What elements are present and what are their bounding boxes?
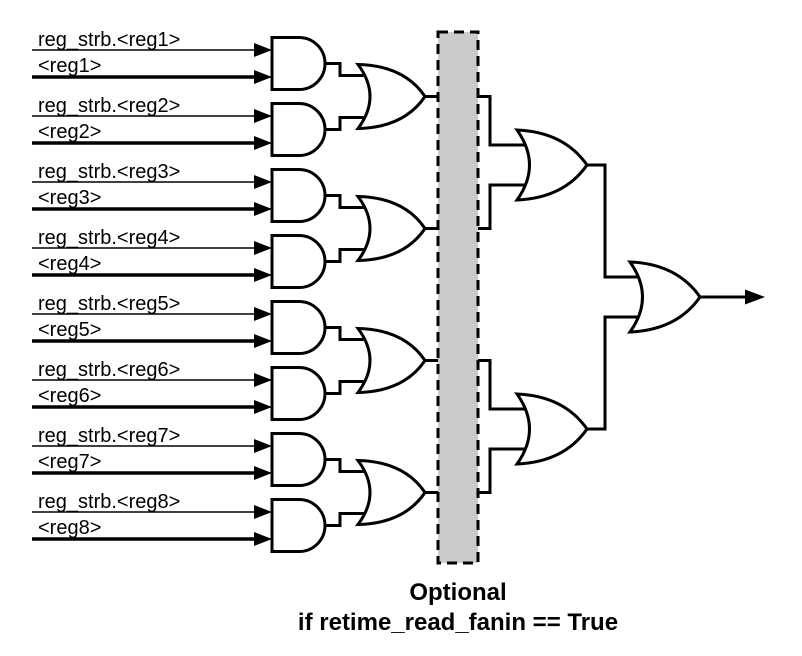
- and5-to-or-wire: [325, 326, 370, 341]
- and2-to-or-wire: [325, 116, 370, 131]
- arrowhead-icon: [254, 175, 272, 189]
- arrowhead-icon: [254, 202, 272, 216]
- input-pair-1: reg_strb.<reg1> <reg1>: [32, 29, 272, 84]
- input-label-strobe-4: reg_strb.<reg4>: [38, 227, 180, 249]
- caption-line-1: Optional: [409, 579, 506, 606]
- and-gate-4: [270, 234, 327, 289]
- and-gate-1: [270, 36, 327, 91]
- and-gate-6: [270, 366, 327, 421]
- input-label-strobe-7: reg_strb.<reg7>: [38, 425, 180, 447]
- and3-to-or-wire: [325, 194, 370, 209]
- input-pair-3: reg_strb.<reg3> <reg3>: [32, 161, 272, 216]
- arrowhead-icon: [254, 334, 272, 348]
- stage2-or-gate-3: [354, 326, 427, 395]
- input-label-reg-2: <reg2>: [38, 121, 101, 143]
- arrowhead-icon: [254, 532, 272, 546]
- and4-to-or-wire: [325, 248, 370, 263]
- stage3-or-gate-upper: [513, 128, 589, 202]
- and-gate-2: [270, 102, 327, 157]
- input-label-reg-6: <reg6>: [38, 385, 101, 407]
- arrowhead-icon: [254, 109, 272, 123]
- and7-to-or-wire: [325, 458, 370, 473]
- arrowhead-icon: [254, 466, 272, 480]
- input-label-reg-1: <reg1>: [38, 55, 101, 77]
- input-pair-8: reg_strb.<reg8> <reg8>: [32, 491, 272, 546]
- stage2-or-gate-2: [354, 194, 427, 263]
- input-label-strobe-1: reg_strb.<reg1>: [38, 29, 180, 51]
- input-label-reg-5: <reg5>: [38, 319, 101, 341]
- and1-to-or-wire: [325, 62, 370, 77]
- and-gate-8: [270, 498, 327, 553]
- input-rows: reg_strb.<reg1> <reg1> reg_strb.<reg2> <…: [32, 29, 272, 546]
- input-label-strobe-6: reg_strb.<reg6>: [38, 359, 180, 381]
- input-pair-6: reg_strb.<reg6> <reg6>: [32, 359, 272, 414]
- stage3-or-gate-lower: [513, 392, 589, 466]
- input-pair-5: reg_strb.<reg5> <reg5>: [32, 293, 272, 348]
- stage2-or-gate-4: [354, 458, 427, 527]
- and8-to-or-wire: [325, 512, 370, 527]
- final-or-gate: [626, 260, 702, 334]
- arrowhead-icon: [254, 505, 272, 519]
- stage3-or-lower-output-wire: [587, 315, 642, 431]
- arrowhead-icon: [254, 373, 272, 387]
- input-label-reg-4: <reg4>: [38, 253, 101, 275]
- input-label-strobe-3: reg_strb.<reg3>: [38, 161, 180, 183]
- and-gate-3: [270, 168, 327, 223]
- arrowhead-icon: [254, 136, 272, 150]
- output-arrowhead-icon: [745, 289, 765, 305]
- input-label-strobe-8: reg_strb.<reg8>: [38, 491, 180, 513]
- and6-to-or-wire: [325, 380, 370, 395]
- arrowhead-icon: [254, 400, 272, 414]
- and-gate-7: [270, 432, 327, 487]
- arrowhead-icon: [254, 43, 272, 57]
- input-label-reg-3: <reg3>: [38, 187, 101, 209]
- input-pair-4: reg_strb.<reg4> <reg4>: [32, 227, 272, 282]
- stage2-or-gate-1: [354, 62, 427, 131]
- and-gate-5: [270, 300, 327, 355]
- arrowhead-icon: [254, 241, 272, 255]
- arrowhead-icon: [254, 307, 272, 321]
- arrowhead-icon: [254, 439, 272, 453]
- caption-line-2: if retime_read_fanin == True: [298, 609, 618, 636]
- stage3-or-upper-output-wire: [587, 163, 642, 279]
- input-label-reg-8: <reg8>: [38, 517, 101, 539]
- gates: [270, 36, 702, 553]
- arrowhead-icon: [254, 70, 272, 84]
- input-pair-7: reg_strb.<reg7> <reg7>: [32, 425, 272, 480]
- input-label-strobe-2: reg_strb.<reg2>: [38, 95, 180, 117]
- input-label-strobe-5: reg_strb.<reg5>: [38, 293, 180, 315]
- arrowhead-icon: [254, 268, 272, 282]
- input-pair-2: reg_strb.<reg2> <reg2>: [32, 95, 272, 150]
- input-label-reg-7: <reg7>: [38, 451, 101, 473]
- optional-region-box: [436, 30, 480, 565]
